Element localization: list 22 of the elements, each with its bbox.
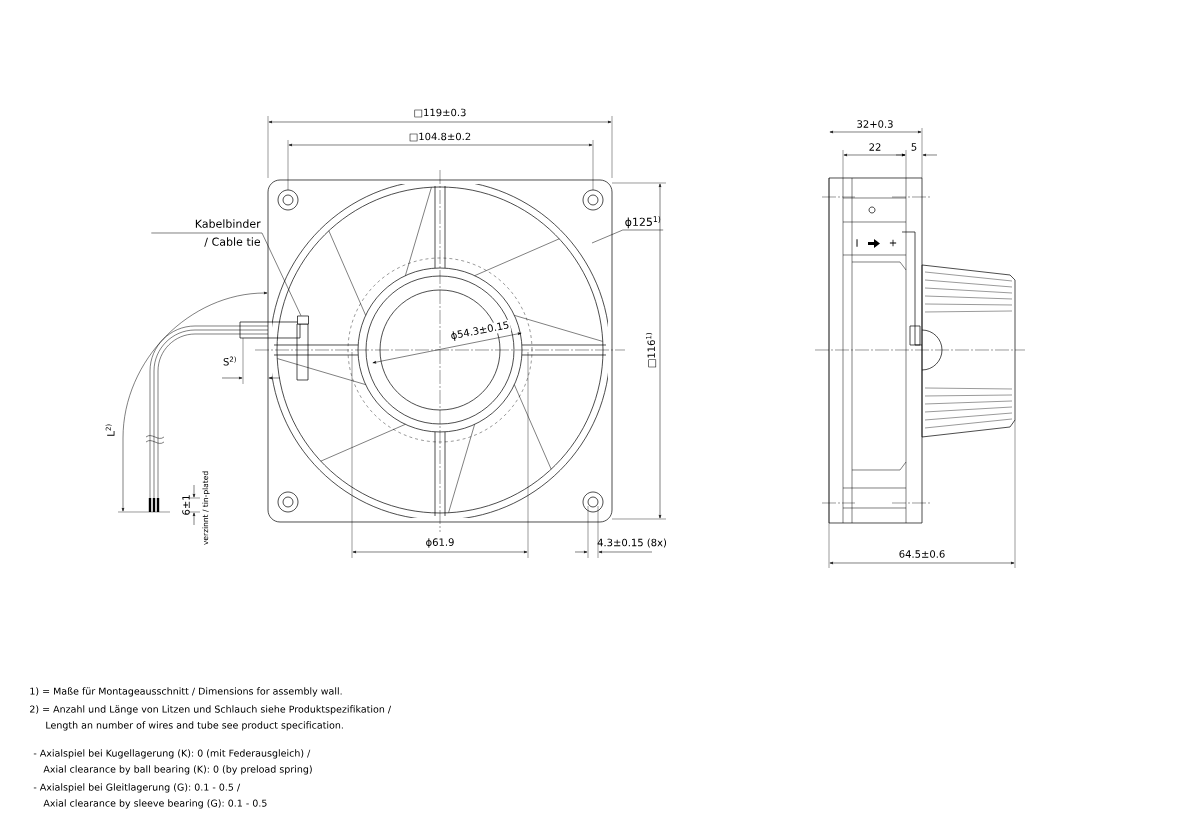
polarity-mark: + <box>889 239 897 247</box>
dimension-label: □116$^{1)}$ <box>645 333 657 368</box>
callout-label: ϕ125$^{1)}$ <box>625 216 661 229</box>
note: - Axialspiel bei Kugellagerung (K): 0 (mit Federausgleich) / Axial clearance by ball bearing (K): 0 (by preload spring) <box>33 749 312 775</box>
note: - Axialspiel bei Gleitlagerung (G): 0.1 - 0.5 / Axial clearance by sleeve bearing (G): 0.1 - 0.5 <box>33 783 267 809</box>
callout-label: Kabelbinder / Cable tie <box>195 219 261 247</box>
polarity-mark: I <box>856 239 858 247</box>
footnote: 2) = Anzahl und Länge von Litzen und Schlauch siehe Produktspezifikation / Length an number of wires and tube see product specification. <box>30 705 392 731</box>
leader-line <box>591 229 664 244</box>
dimension-label: 22 <box>869 143 881 151</box>
dimension-label: 6±1 <box>182 495 190 515</box>
dimension-label: ϕ61.9 <box>426 538 454 548</box>
dimension-label: S$^{2)}$ <box>223 356 236 366</box>
dimension-label: 4.3±0.15 (8x) <box>597 538 667 548</box>
dimension-label: 64.5±0.6 <box>899 550 945 558</box>
footnote: 1) = Maße für Montageausschnitt / Dimensions for assembly wall. <box>30 687 342 697</box>
dimension-label: L$^{2)}$ <box>105 424 115 436</box>
dimension-label: 32+0.3 <box>857 120 893 128</box>
dimension-label: □119±0.3 <box>414 108 466 118</box>
dimension-label: □104.8±0.2 <box>409 132 471 142</box>
cable-tie <box>297 315 309 325</box>
dimension-label: 5 <box>911 143 917 151</box>
